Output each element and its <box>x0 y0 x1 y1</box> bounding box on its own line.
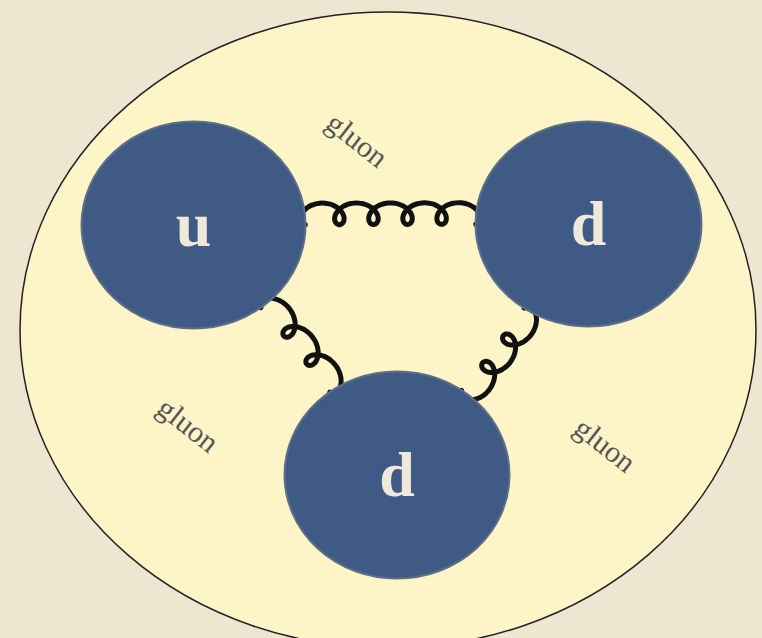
quark-circle: d <box>283 370 511 580</box>
quark-fill <box>82 122 306 329</box>
quark-name: u <box>176 193 212 257</box>
gluon-spring <box>260 298 341 393</box>
quark-fill <box>285 372 510 579</box>
gluon-spring <box>301 203 481 225</box>
quark-circle: u <box>80 120 307 330</box>
gluon-spring <box>461 307 537 400</box>
quark-fill <box>476 122 702 327</box>
proton-body <box>20 12 756 638</box>
quark-circle: d <box>474 120 703 328</box>
quark-name: d <box>571 192 607 256</box>
quark-name: d <box>379 443 415 507</box>
